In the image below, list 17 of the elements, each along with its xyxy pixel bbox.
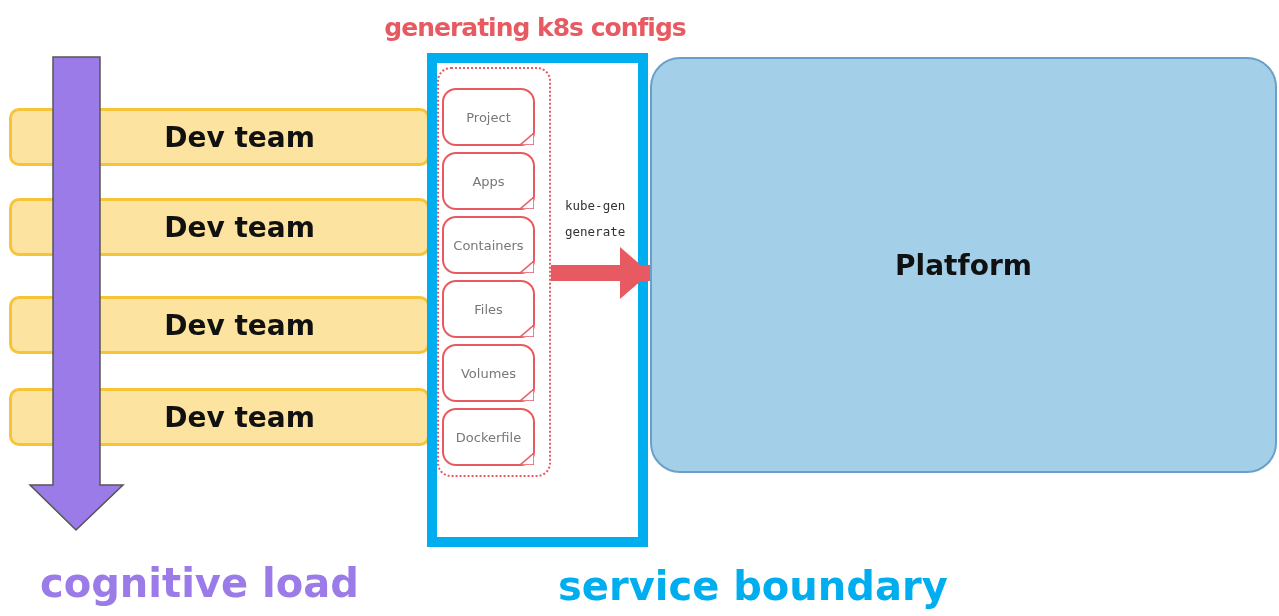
band-label: Dev team <box>164 308 315 342</box>
arrow <box>551 247 650 299</box>
document-box: Volumes <box>442 344 535 402</box>
platform-box <box>650 57 1277 473</box>
document-box: Project <box>442 88 535 146</box>
boundary-caption: service boundary <box>558 563 948 609</box>
dotted-group-box <box>437 67 551 477</box>
document-box: Files <box>442 280 535 338</box>
document-box: Dockerfile <box>442 408 535 466</box>
document-box: Containers <box>442 216 535 274</box>
band-label: Dev team <box>164 210 315 244</box>
axis-label: cognitive load <box>40 560 359 606</box>
band-label: Dev team <box>164 400 315 434</box>
group-heading: generating k8s configs <box>383 13 687 42</box>
box-label: Platform <box>895 248 1032 282</box>
document-box: Apps <box>442 152 535 210</box>
band-label: Dev team <box>164 120 315 154</box>
